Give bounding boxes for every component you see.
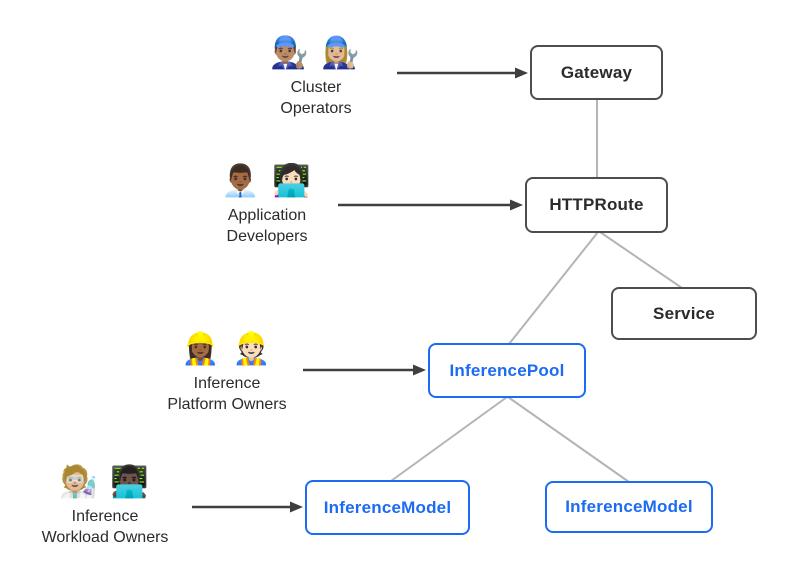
developer-emoji-pair-icon: 👨🏾‍💼 👩🏻‍💻 [221,163,313,198]
node-gateway-label: Gateway [560,62,633,82]
node-inferencemodel-left: InferenceModel [305,480,470,535]
node-service: Service [611,287,757,340]
scientist-technologist-emoji-pair-icon: 🧑🏼‍🔬 👨🏿‍💻 [59,464,151,499]
persona-label-line: Application [227,207,307,224]
node-inferencemodel-left-label: InferenceModel [323,497,452,517]
edge-httproute-service [599,231,683,289]
persona-label-line: Developers [226,228,308,245]
persona-cluster-operators: 👨🏽‍🔧 👩🏼‍🔧 Cluster Operators [236,34,396,119]
node-inferencemodel-right-label: InferenceModel [565,497,693,516]
mechanic-emoji-pair-icon: 👨🏽‍🔧 👩🏼‍🔧 [270,35,362,70]
node-httproute: HTTPRoute [525,177,668,233]
persona-inference-platform-owners: 👷🏾‍♀️ 👷🏻 Inference Platform Owners [147,330,307,415]
edge-httproute-inferencepool [508,231,599,345]
persona-inference-workload-owners-label: Inference Workload Owners [25,506,185,548]
persona-inference-workload-owners: 🧑🏼‍🔬 👨🏿‍💻 Inference Workload Owners [25,463,185,548]
persona-inference-platform-owners-label: Inference Platform Owners [147,373,307,415]
node-gateway: Gateway [530,45,663,100]
persona-label-line: Inference [71,508,139,525]
persona-label-line: Platform Owners [167,396,287,413]
persona-label-line: Workload Owners [41,529,169,546]
construction-worker-emoji-pair-icon: 👷🏾‍♀️ 👷🏻 [181,331,273,366]
edge-inferencepool-inferencemodel-left [390,396,508,482]
persona-application-developers-label: Application Developers [187,205,347,247]
edge-inferencepool-inferencemodel-right [507,396,630,483]
node-inferencepool: InferencePool [428,343,586,398]
persona-application-developers: 👨🏾‍💼 👩🏻‍💻 Application Developers [187,162,347,247]
persona-label-line: Operators [280,100,352,117]
persona-label-line: Inference [193,375,261,392]
node-inferencepool-label: InferencePool [449,360,565,380]
persona-cluster-operators-label: Cluster Operators [236,77,396,119]
persona-label-line: Cluster [290,79,342,96]
node-httproute-label: HTTPRoute [549,195,644,214]
node-service-label: Service [653,303,715,323]
node-inferencemodel-right: InferenceModel [545,481,713,533]
